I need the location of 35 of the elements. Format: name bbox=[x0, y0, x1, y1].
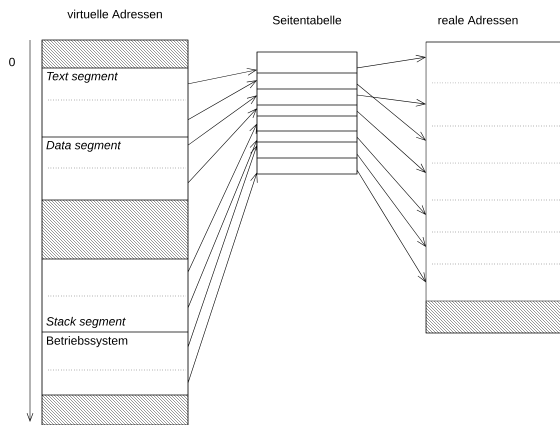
axis-label: 0 bbox=[9, 58, 15, 66]
segment-box: Betriebssystem bbox=[42, 332, 188, 396]
arrow bbox=[188, 80, 257, 120]
column-heading: Seitentabelle bbox=[272, 16, 342, 24]
arrow bbox=[188, 145, 258, 348]
arrow bbox=[188, 68, 257, 84]
table-row bbox=[256, 158, 358, 174]
table-row bbox=[256, 52, 358, 74]
segment-box: Text segment bbox=[42, 68, 188, 138]
table-row bbox=[256, 88, 358, 106]
arrow bbox=[356, 154, 426, 248]
arrow bbox=[356, 136, 426, 216]
column-heading: virtuelle Adressen bbox=[67, 10, 162, 18]
unused-area bbox=[42, 200, 188, 260]
arrow bbox=[188, 95, 257, 146]
arrow bbox=[188, 108, 257, 184]
table-row bbox=[256, 116, 358, 132]
table-row bbox=[256, 72, 358, 90]
arrow bbox=[188, 140, 257, 308]
segment-box: Data segment bbox=[42, 136, 188, 200]
arrow bbox=[356, 54, 426, 68]
table-row bbox=[256, 130, 358, 142]
arrow bbox=[356, 170, 426, 282]
unused-area bbox=[42, 394, 188, 425]
table-row bbox=[256, 142, 358, 158]
arrow bbox=[188, 124, 257, 272]
arrow bbox=[356, 84, 426, 141]
arrow bbox=[356, 110, 426, 173]
segment-box: Stack segment bbox=[42, 258, 188, 332]
arrow bbox=[188, 172, 258, 384]
unused-area bbox=[426, 300, 560, 334]
unused-area bbox=[42, 40, 188, 68]
arrow bbox=[356, 94, 426, 107]
column-heading: reale Adressen bbox=[438, 16, 518, 24]
table-row bbox=[256, 104, 358, 116]
